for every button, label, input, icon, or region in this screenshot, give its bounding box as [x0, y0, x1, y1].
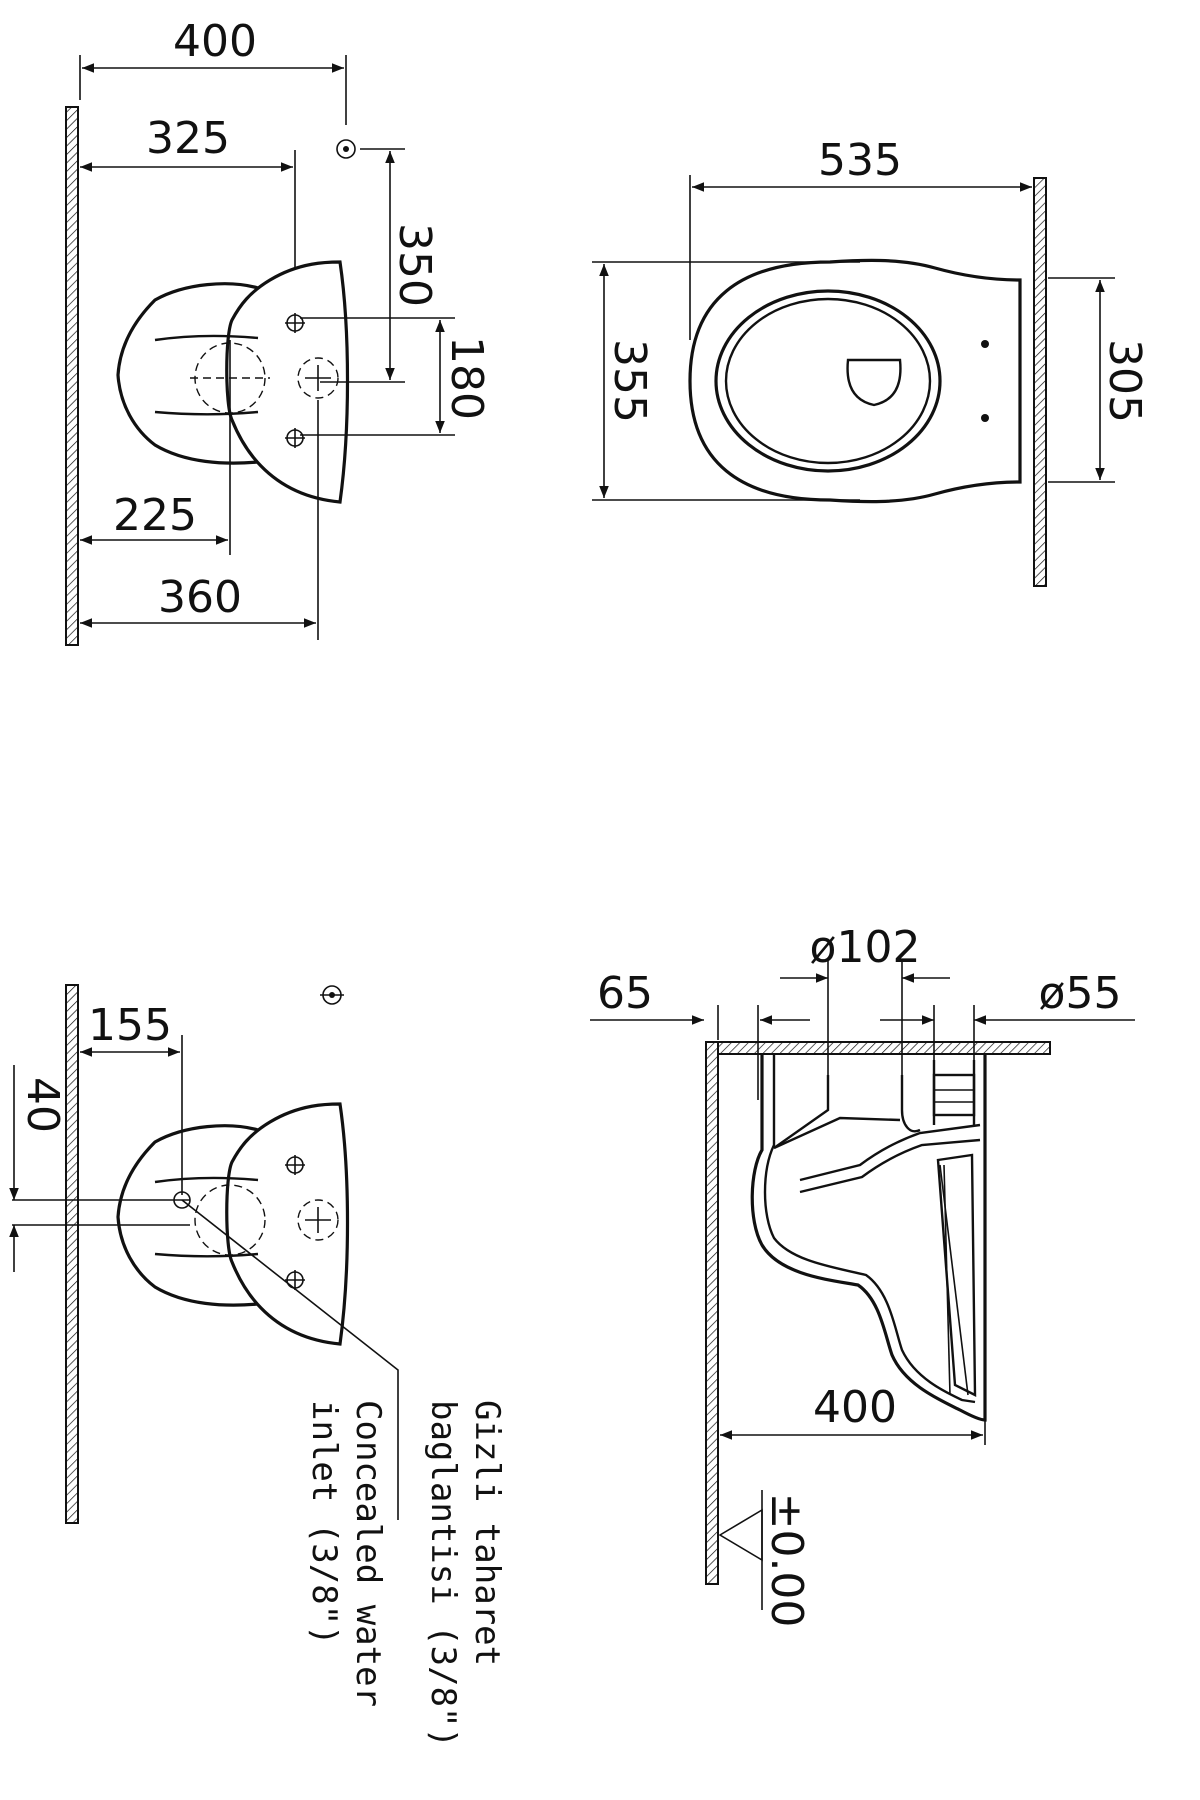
flush-opening	[846, 358, 902, 407]
leader-line	[181, 1199, 399, 1520]
dim-d55-label: ø55	[1039, 968, 1122, 1019]
level-mark-label: ±0.00	[761, 1493, 812, 1628]
dim-40-label: 40	[17, 1077, 68, 1133]
note-tr-line2: baglantisi (3/8")	[423, 1400, 463, 1748]
bowl-plan-outline	[688, 258, 1022, 504]
bowl-outline-bottom	[225, 1102, 350, 1346]
fixing-hole-upper-bottom	[285, 1155, 305, 1175]
bowl-outline	[225, 260, 350, 504]
note-en-line1: Concealed water	[348, 1400, 388, 1707]
plan-view-top-right: 535 355 305	[592, 135, 1150, 587]
bowl-section-outer	[750, 1055, 987, 1422]
plan-fixing-hole-1	[981, 340, 989, 348]
dim-350-label: 350	[389, 223, 440, 307]
dim-180-label: 180	[441, 336, 492, 420]
fixing-hole-lower-bottom	[285, 1270, 305, 1290]
level-triangle	[718, 1508, 763, 1562]
dim-360-label: 360	[158, 572, 242, 623]
note-tr-line1: Gizli taharet	[467, 1400, 507, 1666]
dim-400-section-label: 400	[813, 1382, 897, 1433]
fixing-hole-lower	[285, 428, 305, 448]
water-inlet-hole-bottom	[297, 1199, 339, 1241]
section-view-bottom-right: 65 ø102 ø55 400 ±0.	[590, 922, 1135, 1627]
dim-155-label: 155	[88, 1000, 172, 1051]
note-en-line2: inlet (3/8")	[304, 1400, 344, 1646]
water-inlet-hole	[297, 357, 339, 399]
section-wall	[705, 1041, 719, 1585]
dim-305-label: 305	[1099, 339, 1150, 423]
wall-section-bottom	[65, 984, 79, 1524]
section-floor-slab	[717, 1041, 1051, 1055]
plan-fixing-hole-2	[981, 414, 989, 422]
wall-section	[65, 106, 79, 646]
outlet-hole-bottom	[194, 1184, 266, 1256]
dim-d102-label: ø102	[810, 922, 921, 973]
dim-355-label: 355	[604, 339, 655, 423]
front-view-bottom-left: 155 40 Gizli tah	[9, 984, 507, 1748]
dim-535-label: 535	[818, 135, 902, 186]
dim-400-label: 400	[173, 16, 257, 67]
wall-section-plan	[1033, 177, 1047, 587]
dim-325-label: 325	[146, 113, 230, 164]
dim-225-label: 225	[113, 490, 197, 541]
front-view-top-left: 400 325 350 180	[65, 16, 492, 646]
dim-65-label: 65	[597, 968, 653, 1019]
fixing-hole-upper	[285, 313, 305, 333]
concealed-inlet-point	[173, 1191, 191, 1209]
